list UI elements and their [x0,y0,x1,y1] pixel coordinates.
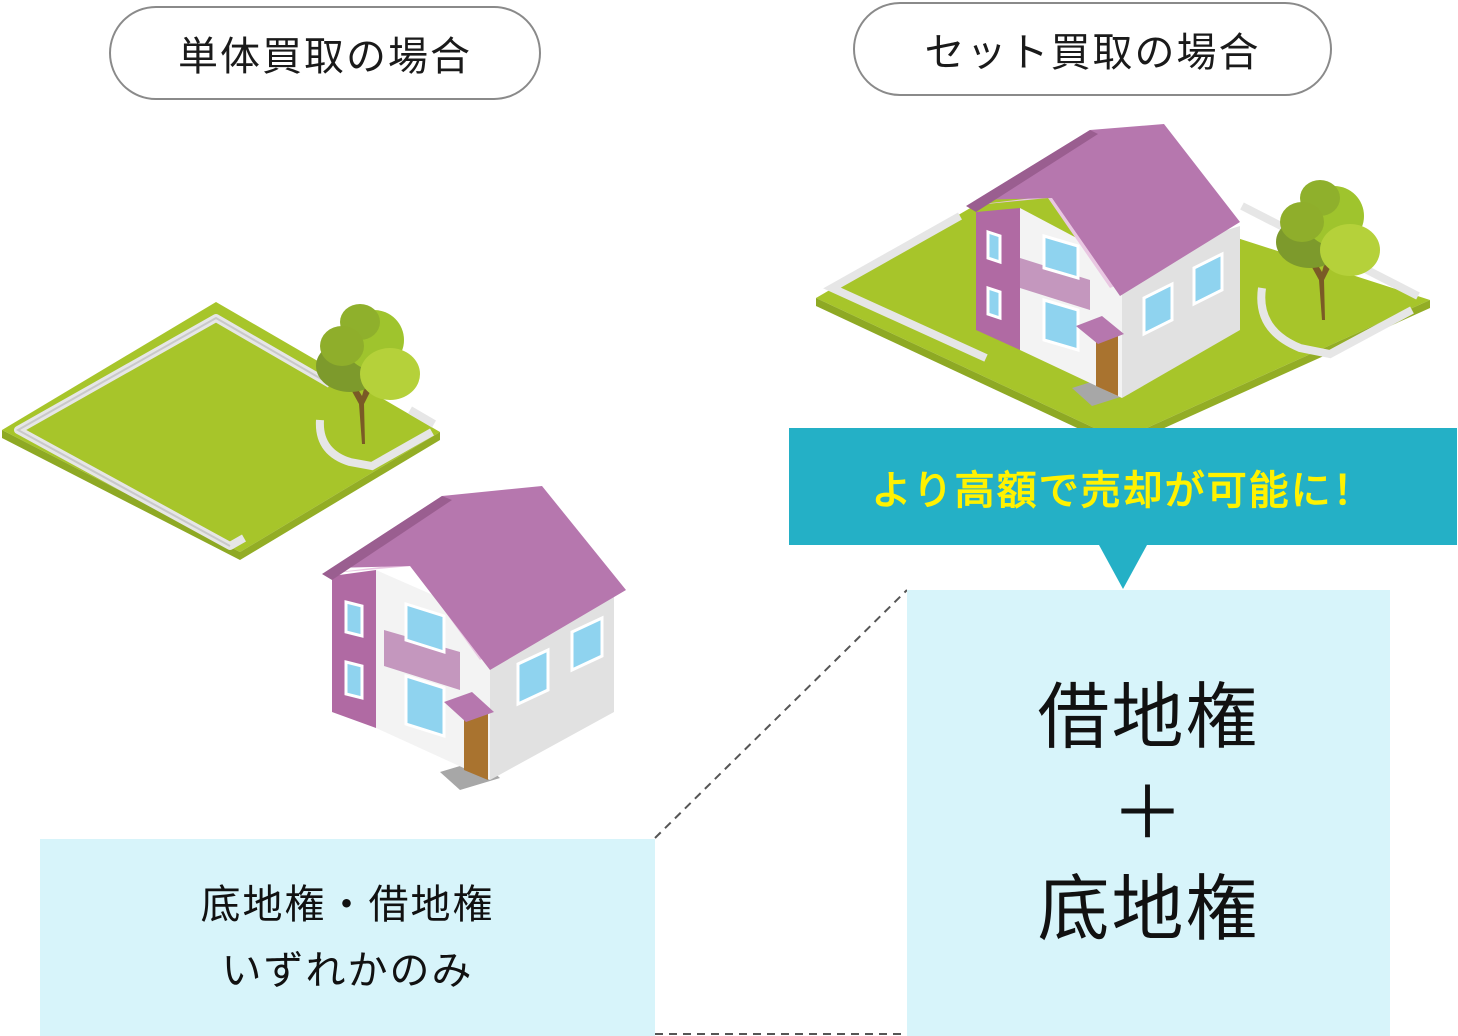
combined-rights-box: 借地権 ＋ 底地権 [907,590,1390,1036]
set-purchase-text: セット買取の場合 [924,30,1261,76]
price-callout-text: より高額で売却が可能に！ [871,467,1375,514]
house-left [322,486,626,790]
set-purchase-label: セット買取の場合 [853,2,1332,96]
single-purchase-text: 単体買取の場合 [178,34,472,80]
plus-sign: ＋ [1111,771,1186,855]
single-rights-box: 底地権・借地権 いずれかのみ [40,839,655,1036]
land-right-label: 底地権 [1037,867,1260,951]
leasehold-right-label: 借地権 [1037,675,1260,759]
price-callout: より高額で売却が可能に！ [789,428,1457,545]
single-rights-line2: いずれかのみ [221,947,474,994]
vacant-lot-left [2,302,440,560]
single-purchase-label: 単体買取の場合 [109,6,541,100]
dashed-connector [654,589,908,1035]
callout-pointer [1099,545,1147,589]
house-right [966,124,1240,406]
single-rights-line1: 底地権・借地権 [200,881,495,928]
